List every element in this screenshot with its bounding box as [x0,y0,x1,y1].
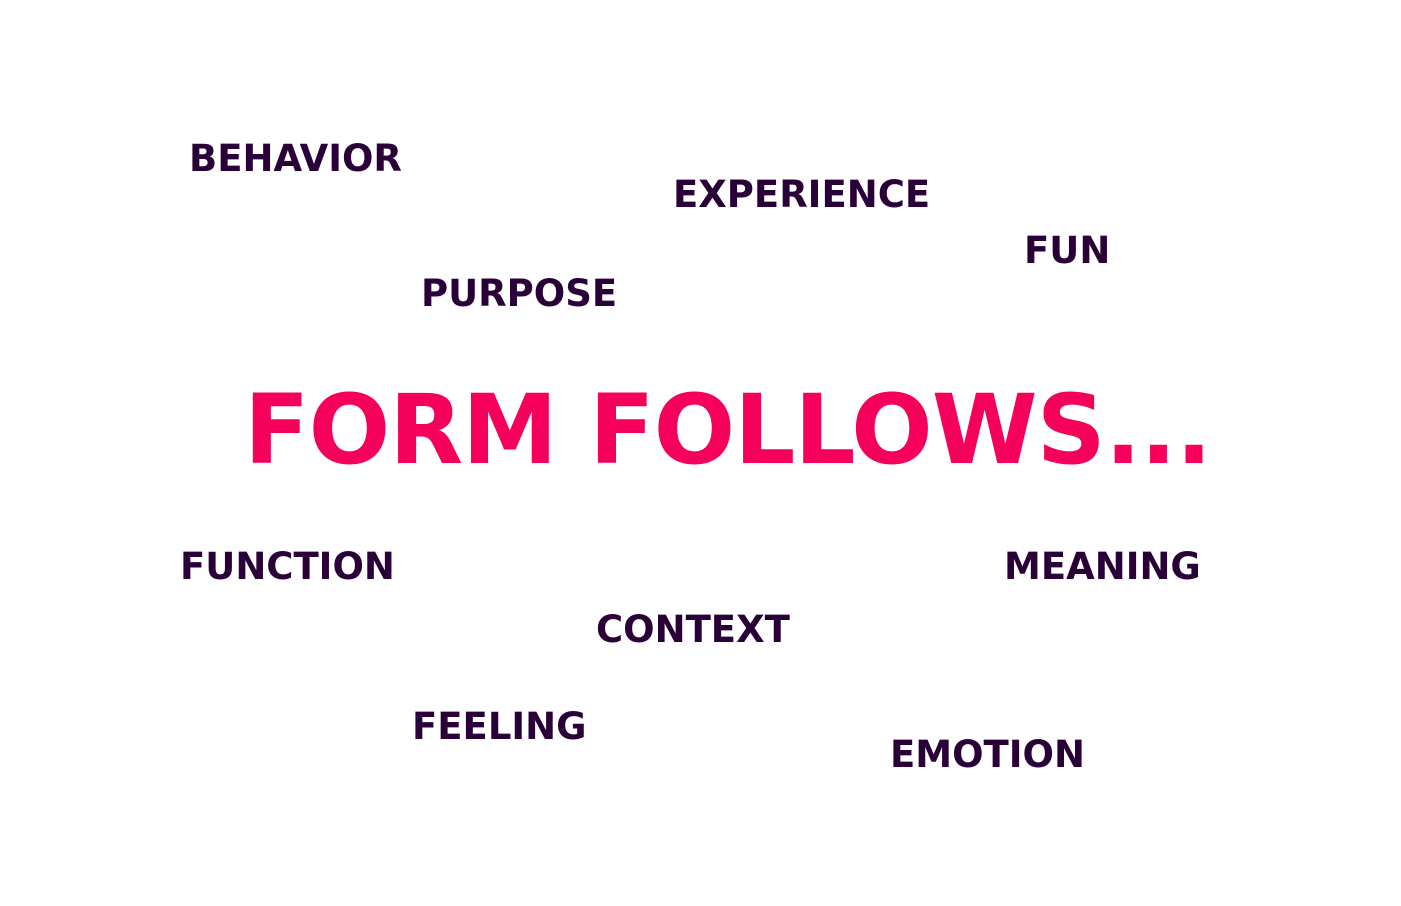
word-fun: FUN [1024,229,1111,272]
word-behavior: BEHAVIOR [189,137,402,180]
word-feeling: FEELING [412,705,587,748]
word-context: CONTEXT [596,608,790,651]
word-meaning: MEANING [1004,545,1201,588]
headline: FORM FOLLOWS... [244,374,1212,486]
word-emotion: EMOTION [890,733,1085,776]
word-purpose: PURPOSE [421,272,618,315]
word-experience: EXPERIENCE [673,173,931,216]
word-function: FUNCTION [180,545,395,588]
